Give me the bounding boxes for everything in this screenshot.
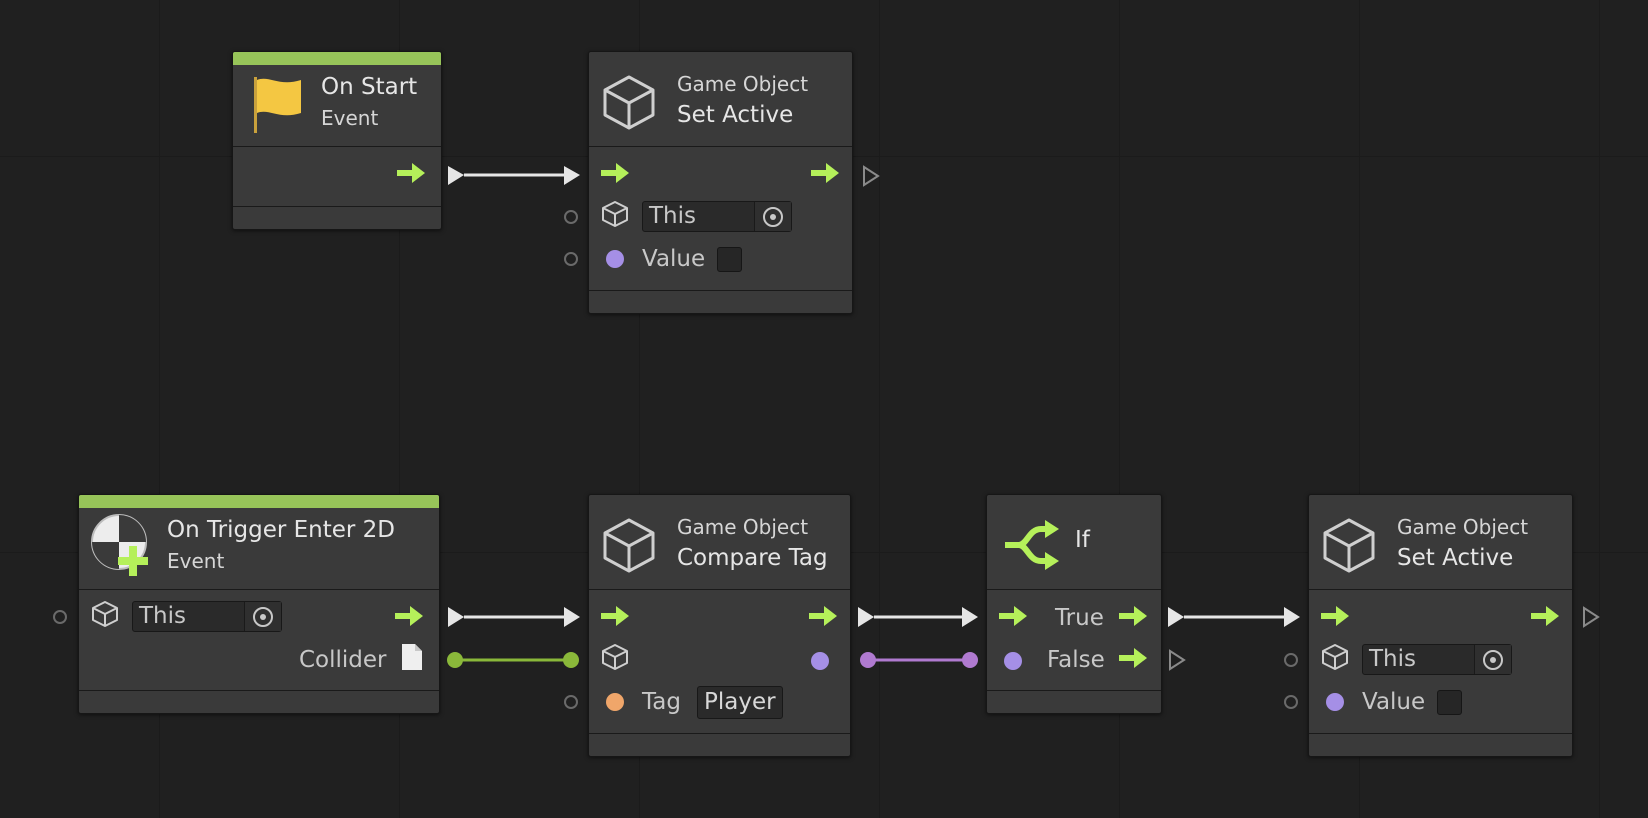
control-output-icon[interactable] bbox=[1531, 606, 1561, 626]
target-object-value: This bbox=[649, 203, 696, 229]
node-footer bbox=[987, 690, 1161, 713]
control-input-icon[interactable] bbox=[999, 606, 1029, 626]
node-title: If bbox=[1075, 527, 1090, 553]
bool-wire[interactable] bbox=[860, 652, 978, 668]
compare-tag-node[interactable]: Game Object Compare Tag Tag Player bbox=[588, 494, 851, 757]
control-wire-comparetag-if[interactable] bbox=[858, 607, 978, 627]
node-category: Game Object bbox=[1397, 515, 1529, 539]
node-header: On Trigger Enter 2D Event bbox=[79, 508, 439, 590]
target-object-value: This bbox=[139, 603, 186, 629]
node-title: On Trigger Enter 2D bbox=[167, 517, 396, 543]
control-input-icon[interactable] bbox=[601, 163, 631, 183]
gameobject-port-icon bbox=[1322, 644, 1348, 670]
node-footer bbox=[79, 690, 439, 713]
node-header: Game Object Compare Tag bbox=[589, 495, 850, 590]
bool-output-port-icon[interactable] bbox=[811, 652, 829, 670]
false-output-icon[interactable] bbox=[1119, 648, 1149, 668]
node-title: Set Active bbox=[677, 102, 794, 128]
event-strip bbox=[233, 52, 441, 65]
node-title: Compare Tag bbox=[677, 545, 828, 571]
gameobject-port-icon bbox=[602, 201, 628, 227]
collider-label: Collider bbox=[299, 647, 387, 673]
value-input-port[interactable] bbox=[1284, 695, 1298, 709]
node-subtitle: Event bbox=[321, 106, 379, 130]
node-title: Set Active bbox=[1397, 545, 1514, 571]
bool-input-port-icon[interactable] bbox=[1004, 652, 1022, 670]
value-label: Value bbox=[642, 246, 706, 272]
cube-icon bbox=[1323, 518, 1375, 573]
set-active-node-top[interactable]: Game Object Set Active This Value bbox=[588, 51, 853, 314]
bool-port-icon bbox=[1326, 693, 1344, 711]
string-port-icon bbox=[606, 693, 624, 711]
target-object-value: This bbox=[1369, 646, 1416, 672]
gameobject-port-icon bbox=[92, 601, 118, 627]
value-input-port[interactable] bbox=[564, 252, 578, 266]
node-footer bbox=[589, 290, 852, 313]
target-object-field[interactable]: This bbox=[1362, 644, 1512, 675]
value-checkbox[interactable] bbox=[717, 247, 742, 272]
cube-icon bbox=[603, 75, 655, 130]
control-output-icon[interactable] bbox=[811, 163, 841, 183]
on-start-node[interactable]: On Start Event bbox=[232, 51, 442, 230]
node-title: On Start bbox=[321, 74, 418, 100]
node-category: Game Object bbox=[677, 72, 809, 96]
control-input-icon[interactable] bbox=[1321, 606, 1351, 626]
value-checkbox[interactable] bbox=[1437, 690, 1462, 715]
trigger-icon bbox=[91, 514, 148, 576]
control-wire-if-setactive[interactable] bbox=[1168, 607, 1300, 627]
unconnected-output-port bbox=[1583, 606, 1600, 628]
node-footer bbox=[589, 733, 850, 756]
on-trigger-enter-node[interactable]: On Trigger Enter 2D Event This Collider bbox=[78, 494, 440, 714]
event-strip bbox=[79, 495, 439, 508]
node-header: Game Object Set Active bbox=[1309, 495, 1572, 590]
tag-input[interactable]: Player bbox=[697, 686, 783, 719]
cube-icon bbox=[603, 518, 655, 573]
if-node[interactable]: If True False bbox=[986, 494, 1162, 714]
node-category: Game Object bbox=[677, 515, 809, 539]
target-input-port[interactable] bbox=[564, 210, 578, 224]
file-icon bbox=[402, 644, 422, 670]
node-footer bbox=[233, 206, 441, 229]
flag-icon bbox=[254, 77, 301, 133]
target-input-port[interactable] bbox=[1284, 653, 1298, 667]
set-active-node-bottom[interactable]: Game Object Set Active This Value bbox=[1308, 494, 1573, 757]
control-output-icon[interactable] bbox=[397, 163, 427, 183]
value-label: Value bbox=[1362, 689, 1426, 715]
target-input-port[interactable] bbox=[53, 610, 67, 624]
unconnected-output-port bbox=[1169, 649, 1186, 671]
object-picker-icon[interactable] bbox=[754, 202, 791, 231]
node-header: On Start Event bbox=[233, 65, 441, 147]
unconnected-output-port bbox=[863, 165, 880, 187]
target-object-field[interactable]: This bbox=[132, 601, 282, 632]
false-label: False bbox=[1047, 647, 1105, 673]
branch-icon bbox=[1005, 520, 1059, 570]
target-object-field[interactable]: This bbox=[642, 201, 792, 232]
object-picker-icon[interactable] bbox=[244, 602, 281, 631]
control-output-icon[interactable] bbox=[809, 606, 839, 626]
control-input-icon[interactable] bbox=[601, 606, 631, 626]
collider-wire[interactable] bbox=[447, 652, 579, 668]
control-wire-onstart-setactive[interactable] bbox=[448, 166, 580, 185]
node-subtitle: Event bbox=[167, 549, 225, 573]
bool-port-icon bbox=[606, 250, 624, 268]
tag-label: Tag bbox=[642, 689, 681, 715]
control-wire-trigger-comparetag[interactable] bbox=[448, 607, 580, 627]
true-output-icon[interactable] bbox=[1119, 606, 1149, 626]
true-label: True bbox=[1055, 605, 1104, 631]
node-header: Game Object Set Active bbox=[589, 52, 852, 147]
object-picker-icon[interactable] bbox=[1474, 645, 1511, 674]
tag-input-port[interactable] bbox=[564, 695, 578, 709]
node-header: If bbox=[987, 495, 1161, 590]
node-footer bbox=[1309, 733, 1572, 756]
control-output-icon[interactable] bbox=[395, 606, 425, 626]
gameobject-port-icon bbox=[602, 644, 628, 670]
